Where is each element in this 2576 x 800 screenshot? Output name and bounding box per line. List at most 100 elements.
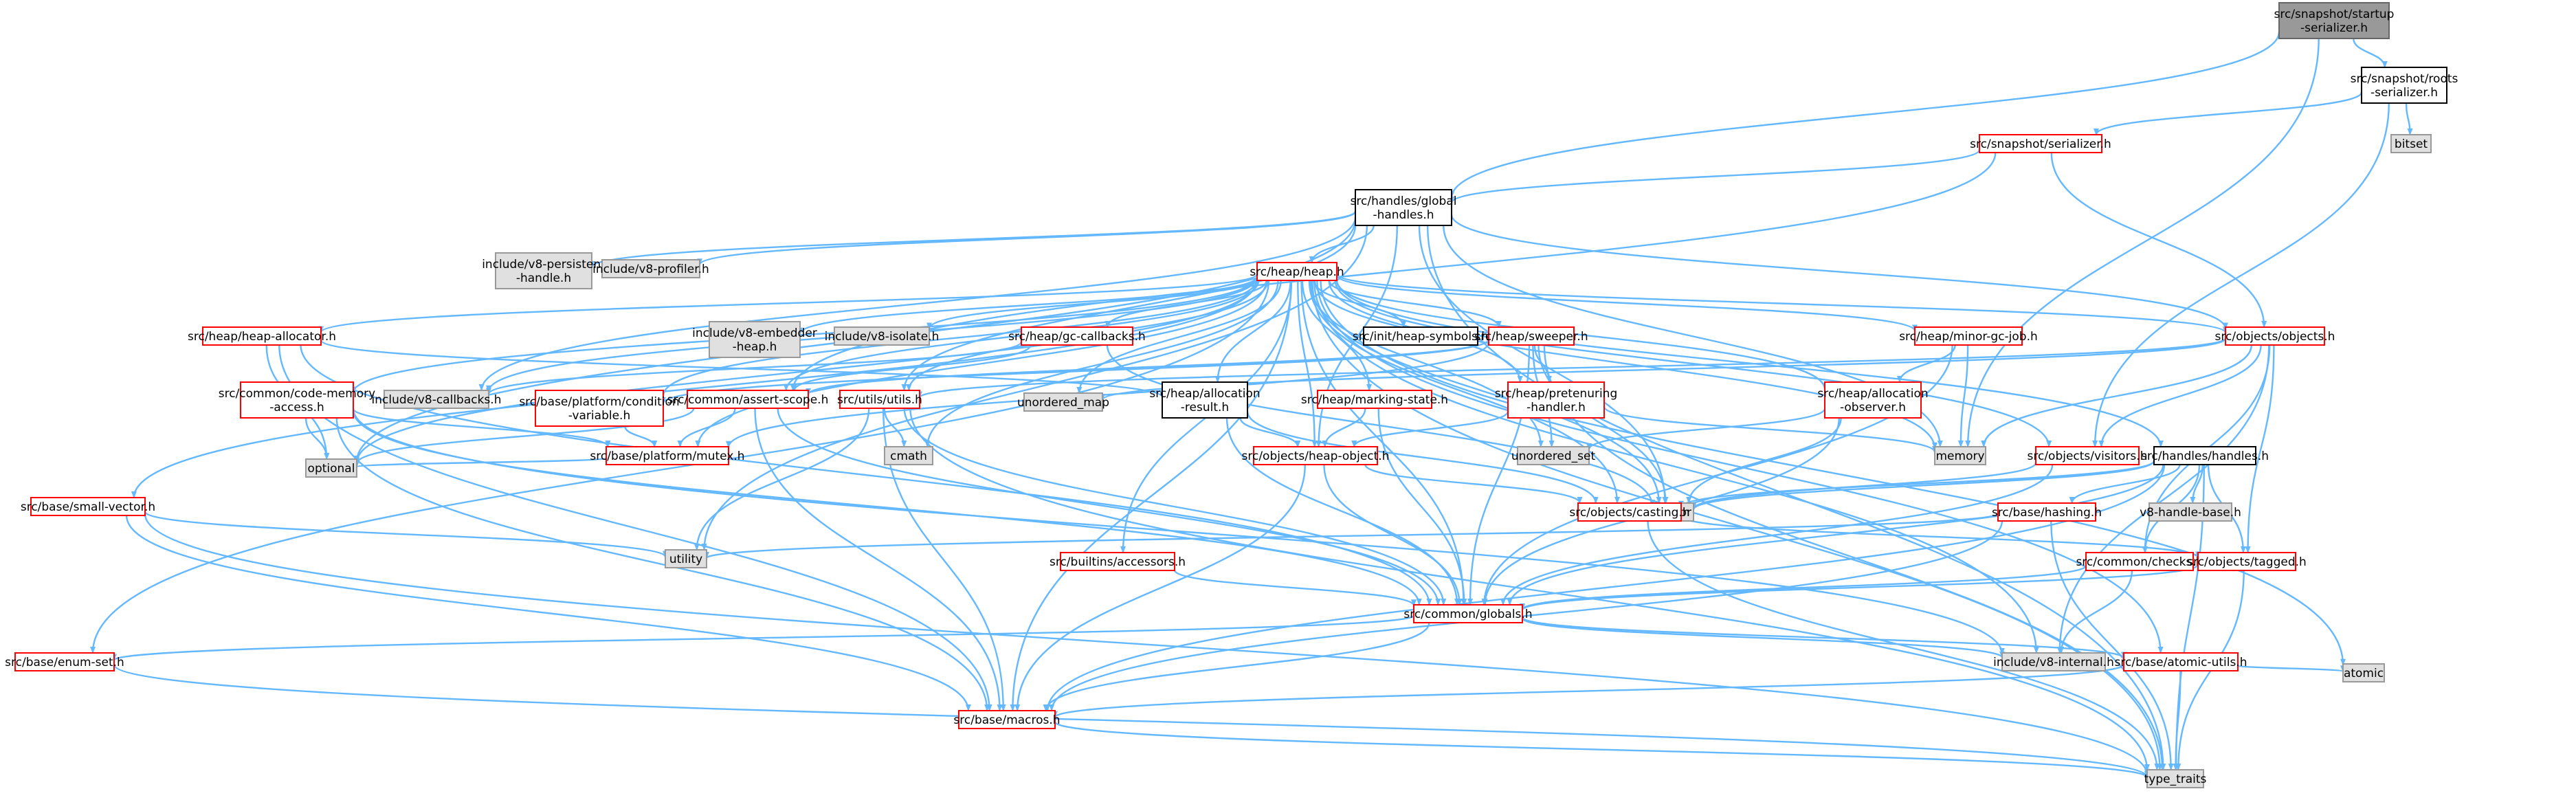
edge-global-to-v8cb [478, 216, 1357, 391]
node-v8cb[interactable]: include/v8-callbacks.h [372, 390, 502, 409]
node-allocres[interactable]: src/heap/allocation-result.h [1149, 381, 1261, 419]
node-box-utils [839, 390, 920, 409]
node-label-codemem-1: -access.h [269, 401, 324, 414]
node-box-heapsym [1363, 326, 1478, 346]
node-label-marking-0: src/heap/marking-state.h [1301, 393, 1448, 407]
edge-utils-to-cmath [883, 408, 907, 447]
node-profiler[interactable]: include/v8-profiler.h [592, 259, 709, 278]
node-box-utility [665, 549, 707, 568]
node-umap[interactable]: unordered_map [1017, 392, 1109, 412]
edge-assert-to-macros [754, 408, 1003, 711]
node-hashing[interactable]: src/base/hashing.h [1992, 502, 2102, 522]
edge-roots-to-serializer [2094, 91, 2363, 135]
node-atomic[interactable]: atomic [2342, 663, 2385, 682]
node-checks[interactable]: src/common/checks.h [2076, 552, 2203, 571]
node-label-allocres-0: src/heap/allocation [1149, 387, 1260, 401]
edge-global-to-typetraits [1426, 225, 2166, 770]
node-gccb[interactable]: src/heap/gc-callbacks.h [1008, 326, 1146, 346]
node-box-globals [1413, 604, 1523, 623]
node-codemem[interactable]: src/common/code-memory-access.h [219, 381, 375, 419]
node-sweeper[interactable]: src/heap/sweeper.h [1474, 326, 1588, 346]
edge-heap-to-enumset [90, 280, 1270, 654]
node-box-marking [1317, 390, 1432, 409]
node-assert[interactable]: src/common/assert-scope.h [667, 390, 829, 409]
node-optional[interactable]: optional [305, 458, 357, 478]
file-nodes: src/snapshot/startup-serializer.h src/sna… [5, 2, 2458, 788]
edge-heap-to-typetraits [1311, 280, 2163, 770]
edge-tagged-to-globals [1520, 564, 2199, 611]
node-box-minorgc [1914, 326, 2023, 346]
node-handles[interactable]: src/handles/handles.h [2141, 446, 2269, 465]
edge-checks-to-globals [1520, 564, 2087, 611]
node-cmath[interactable]: cmath [884, 446, 933, 465]
node-bitset[interactable]: bitset [2390, 134, 2432, 153]
node-marking[interactable]: src/heap/marking-state.h [1301, 390, 1448, 409]
node-label-allocres-1: -result.h [1181, 401, 1229, 414]
node-typetraits[interactable]: type_traits [2144, 769, 2207, 788]
node-smallvec[interactable]: src/base/small-vector.h [21, 497, 155, 516]
node-heapsym[interactable]: src/init/heap-symbols.h [1353, 326, 1489, 346]
node-objects[interactable]: src/objects/objects.h [2215, 326, 2335, 346]
node-box-objects [2225, 326, 2325, 346]
node-pretenure[interactable]: src/heap/pretenuring-handler.h [1495, 381, 1618, 419]
edge-marking-to-heapobj [1322, 408, 1366, 447]
node-mutex[interactable]: src/base/platform/mutex.h [590, 446, 745, 465]
edge-accessors-to-globals [1173, 569, 1417, 607]
node-utils[interactable]: src/utils/utils.h [837, 390, 922, 409]
node-heapobj[interactable]: src/objects/heap-object.h [1242, 446, 1390, 465]
edge-atomicutils-to-macros [1052, 664, 2125, 718]
node-box-v8internal [2001, 652, 2106, 671]
node-isolate[interactable]: include/v8-isolate.h [825, 326, 940, 346]
edge-allocres-to-heapobj [1239, 417, 1301, 447]
edge-enumset-to-typetraits [113, 664, 2150, 778]
edge-utils-to-typetraits [909, 408, 2150, 771]
edge-sweeper-to-mutex [726, 342, 1490, 448]
node-box-heapalloc [202, 326, 322, 346]
node-box-atomicutils [2123, 652, 2239, 671]
node-uset[interactable]: unordered_set [1511, 446, 1596, 465]
node-casting[interactable]: src/objects/casting.h [1569, 502, 1690, 522]
edge-allocres-to-globals [1225, 417, 1460, 605]
node-box-heap [1256, 262, 1337, 281]
node-accessors[interactable]: src/builtins/accessors.h [1050, 552, 1186, 571]
edge-minorgc-to-allocobs [1896, 344, 1956, 383]
edge-heap-to-isolate [926, 277, 1258, 330]
node-persistent[interactable]: include/v8-persistent-handle.h [482, 252, 606, 289]
node-macros[interactable]: src/base/macros.h [953, 710, 1061, 729]
node-heapalloc[interactable]: src/heap/heap-allocator.h [188, 326, 336, 346]
edge-global-to-utility [701, 225, 1368, 551]
node-label-utility-0: utility [669, 553, 702, 566]
node-globals[interactable]: src/common/globals.h [1403, 604, 1533, 623]
node-tagged[interactable]: src/objects/tagged.h [2187, 552, 2307, 571]
edge-gccb-to-v8cb [486, 341, 1023, 395]
node-handlebase[interactable]: v8-handle-base.h [2140, 502, 2241, 522]
node-embedder[interactable]: include/v8-embedder-heap.h [692, 321, 817, 358]
edge-global-to-objects [1450, 214, 2228, 330]
edge-heap-to-v8internal [1313, 280, 2039, 654]
node-label-persistent-1: -handle.h [516, 271, 571, 285]
node-label-memory-0: memory [1935, 449, 1984, 463]
node-box-smallvec [30, 497, 146, 516]
node-global[interactable]: src/handles/global-handles.h [1351, 189, 1457, 226]
node-box-serializer [1979, 134, 2102, 153]
node-minorgc[interactable]: src/heap/minor-gc-job.h [1899, 326, 2038, 346]
node-atomicutils[interactable]: src/base/atomic-utils.h [2115, 652, 2247, 671]
edge-heap-to-atomicutils [1316, 280, 2164, 654]
node-visitors[interactable]: src/objects/visitors.h [2028, 446, 2148, 465]
node-enumset[interactable]: src/base/enum-set.h [5, 652, 124, 671]
node-condvar[interactable]: src/base/platform/condition-variable.h [519, 390, 680, 427]
node-allocobs[interactable]: src/heap/allocation-observer.h [1817, 381, 1929, 419]
node-box-visitors [2035, 446, 2140, 465]
node-roots[interactable]: src/snapshot/roots-serializer.h [2351, 67, 2458, 104]
node-memory[interactable]: memory [1934, 446, 1986, 465]
node-v8internal[interactable]: include/v8-internal.h [1993, 652, 2114, 671]
edge-utils-to-utility [693, 408, 870, 551]
node-utility[interactable]: utility [665, 549, 707, 568]
edge-handles-to-casting [1678, 460, 2155, 508]
node-startup[interactable]: src/snapshot/startup-serializer.h [2274, 2, 2395, 39]
node-serializer[interactable]: src/snapshot/serializer.h [1970, 134, 2111, 153]
node-label-accessors-0: src/builtins/accessors.h [1050, 555, 1186, 569]
node-box-handles [2153, 446, 2256, 465]
node-heap[interactable]: src/heap/heap.h [1250, 262, 1344, 281]
node-label-heap-0: src/heap/heap.h [1250, 265, 1344, 279]
